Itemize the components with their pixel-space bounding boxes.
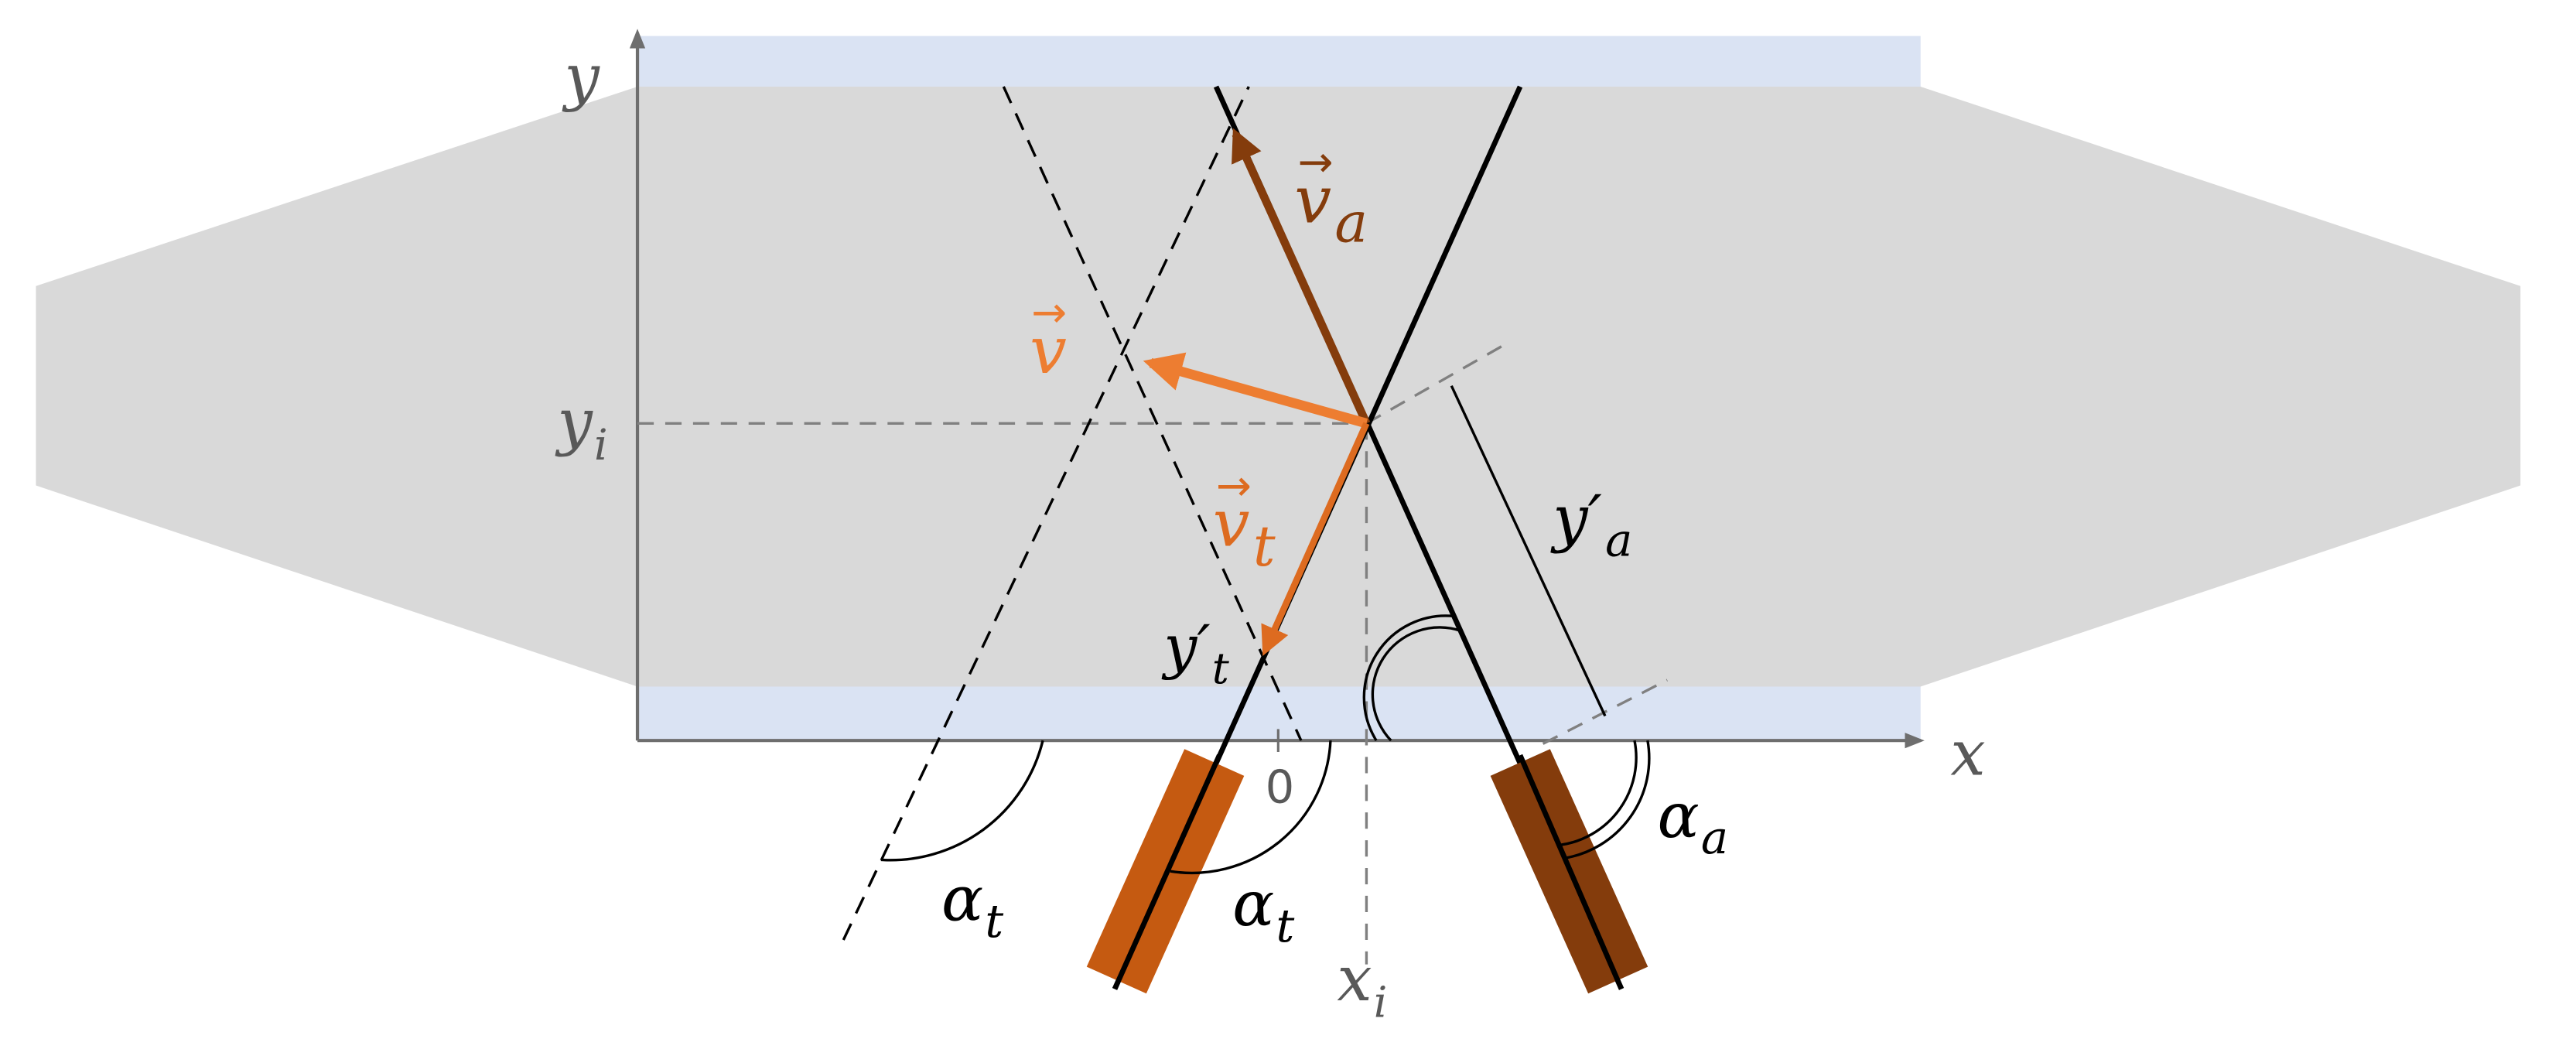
v-vector (1143, 352, 1368, 429)
v-t-label-arrow: → (1216, 461, 1252, 511)
alpha-a-label: αa (1658, 779, 1729, 864)
y-prime-t-label: y′t (1161, 612, 1229, 693)
alpha-a-arc-inner (1559, 740, 1638, 847)
v-label: v (1030, 313, 1067, 388)
alpha-t-right-arc (1170, 740, 1332, 874)
y-i-label: yi (555, 385, 607, 470)
x-i-label: xi (1337, 942, 1387, 1027)
mirrored-transmit-beam (842, 86, 1250, 941)
y-prime-a-dimension (1450, 384, 1607, 717)
y-axis-label: y (562, 40, 601, 113)
transmit-transducer (1086, 749, 1245, 994)
v-a-label-arrow: → (1298, 137, 1334, 186)
v-a-vector (1232, 128, 1371, 425)
mirrored-receive-beam (1002, 86, 1303, 741)
flow-channel (36, 86, 2521, 687)
x-axis-label: x (1950, 717, 1985, 790)
y-prime-a-guide-bottom (1542, 678, 1668, 745)
v-t-vector (1261, 422, 1370, 656)
alpha-t-left-arc (880, 740, 1044, 862)
y-prime-a-label: y′a (1550, 481, 1632, 566)
alpha-a-arc-outer (1563, 740, 1651, 859)
alpha-t-right-label: αt (1232, 867, 1294, 952)
alpha-t-left-label: αt (941, 863, 1003, 948)
beam-angle-arc-inner (1371, 626, 1462, 742)
beam-angle-arc-outer (1362, 614, 1455, 742)
receive-transducer (1490, 749, 1648, 994)
origin-label: 0 (1266, 760, 1295, 813)
top-wall (637, 36, 1921, 87)
v-label-arrow: → (1031, 288, 1067, 337)
